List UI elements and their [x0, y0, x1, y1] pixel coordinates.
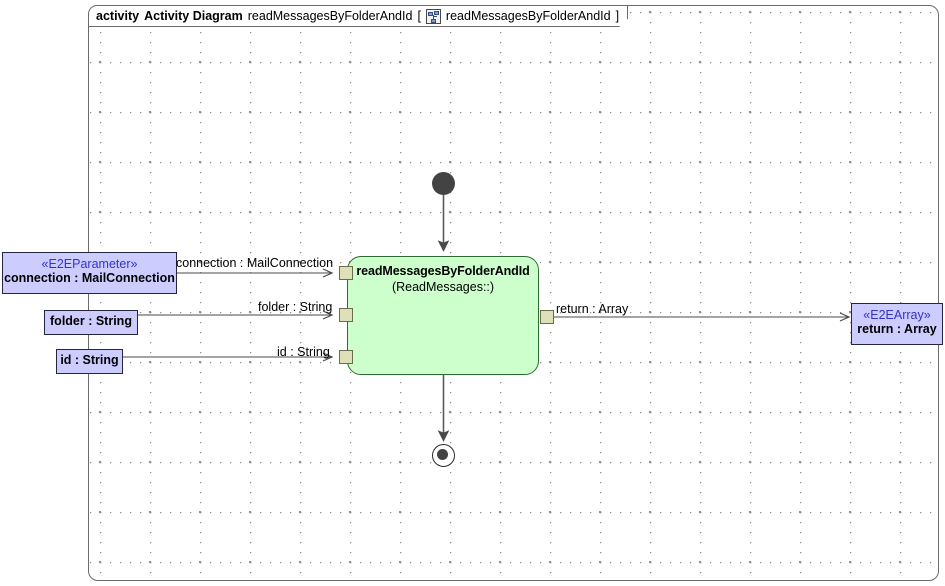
parameter-name-id: id : String	[60, 353, 119, 367]
frame-keyword: activity	[96, 9, 140, 23]
input-pin-connection[interactable]	[339, 266, 353, 280]
edge-label-connection: connection : MailConnection	[176, 256, 334, 270]
parameter-node-connection[interactable]: «E2EParameter» connection : MailConnecti…	[2, 252, 177, 294]
frame-bracket-open: [	[417, 9, 421, 23]
input-pin-folder[interactable]	[339, 308, 353, 322]
edge-label-return: return : Array	[556, 302, 629, 316]
activity-node-subtitle: (ReadMessages::)	[391, 280, 495, 294]
initial-node[interactable]	[432, 172, 455, 195]
frame-type-label: Activity Diagram	[144, 9, 243, 23]
input-pin-id[interactable]	[339, 350, 353, 364]
diagram-grid	[90, 7, 937, 579]
activity-node-title: readMessagesByFolderAndId	[356, 264, 530, 278]
diagram-frame	[88, 5, 939, 581]
parameter-name-connection: connection : MailConnection	[4, 271, 175, 286]
frame-label-tab[interactable]: activity Activity Diagram readMessagesBy…	[88, 5, 628, 27]
activity-node[interactable]: readMessagesByFolderAndId (ReadMessages:…	[347, 256, 539, 375]
parameter-stereotype-connection: «E2EParameter»	[41, 257, 138, 271]
parameter-stereotype-return: «E2EArray»	[863, 308, 931, 322]
frame-tab-inner-name: readMessagesByFolderAndId	[445, 9, 611, 23]
parameter-node-id[interactable]: id : String	[56, 349, 123, 374]
parameter-name-return: return : Array	[857, 322, 937, 337]
output-pin-return[interactable]	[540, 310, 554, 324]
parameter-node-folder[interactable]: folder : String	[44, 310, 138, 335]
activity-diagram-icon	[426, 9, 441, 24]
edge-label-folder: folder : String	[258, 300, 333, 314]
activity-final-node[interactable]	[432, 444, 455, 467]
frame-diagram-name: readMessagesByFolderAndId	[247, 9, 413, 23]
parameter-node-return[interactable]: «E2EArray» return : Array	[851, 303, 943, 345]
frame-bracket-close: ]	[615, 9, 620, 23]
parameter-name-folder: folder : String	[50, 314, 132, 328]
edge-label-id: id : String	[277, 345, 330, 359]
